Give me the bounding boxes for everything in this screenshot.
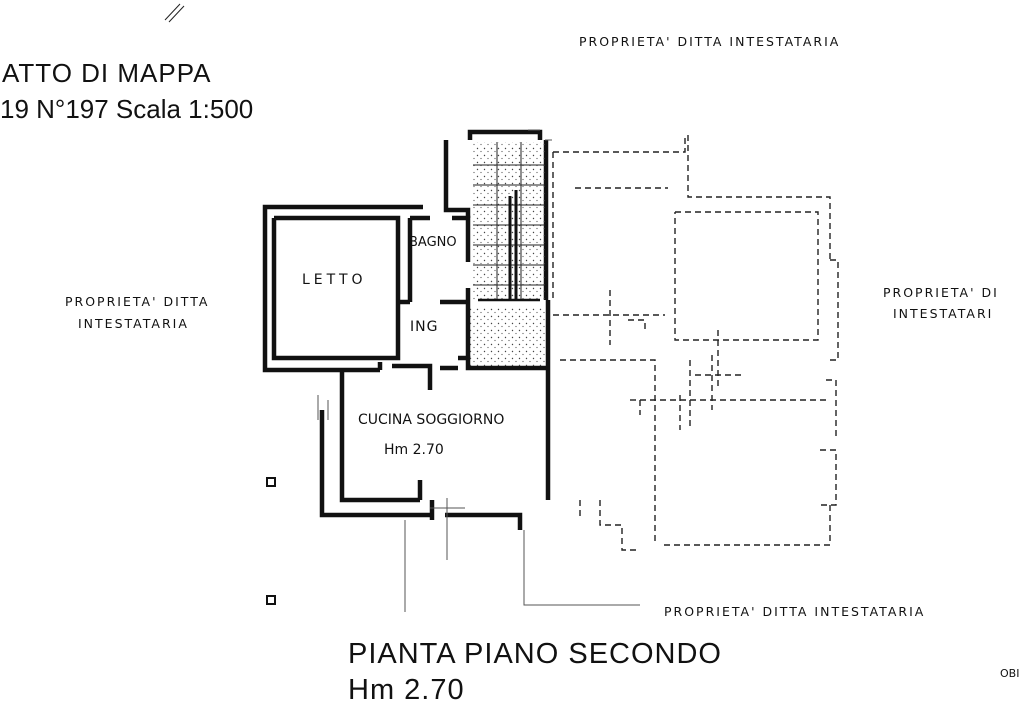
plan-height: Hm 2.70 xyxy=(348,674,465,706)
corner-label: OBI xyxy=(1000,667,1020,680)
staircase xyxy=(470,142,546,366)
room-label-cucina-soggiorno: CUCINA SOGGIORNO xyxy=(358,412,505,428)
neighbor-label-left-1: PROPRIETA' DITTA xyxy=(65,294,210,309)
north-arrow-mark xyxy=(164,3,185,23)
boundary-markers xyxy=(266,477,276,605)
walls xyxy=(262,129,551,530)
room-label-letto: LETTO xyxy=(302,272,367,288)
neighbor-label-left-2: INTESTATARIA xyxy=(78,316,189,331)
room-height-label: Hm 2.70 xyxy=(384,442,444,458)
neighbor-label-right-2: INTESTATARI xyxy=(893,306,994,321)
map-reference: 19 N°197 Scala 1:500 xyxy=(0,94,254,124)
neighbor-label-right-1: PROPRIETA' DI xyxy=(883,285,999,300)
plan-title: PIANTA PIANO SECONDO xyxy=(348,638,722,670)
floor-plan-drawing xyxy=(164,3,839,612)
context-lines xyxy=(317,129,640,612)
neighbor-label-bottom: PROPRIETA' DITTA INTESTATARIA xyxy=(664,604,926,619)
adjoining-property-outline xyxy=(552,135,839,551)
map-title: ATTO DI MAPPA xyxy=(2,58,212,88)
room-label-bagno: BAGNO xyxy=(409,235,457,250)
neighbor-label-top: PROPRIETA' DITTA INTESTATARIA xyxy=(579,34,841,49)
room-label-ingresso: ING xyxy=(410,319,439,335)
